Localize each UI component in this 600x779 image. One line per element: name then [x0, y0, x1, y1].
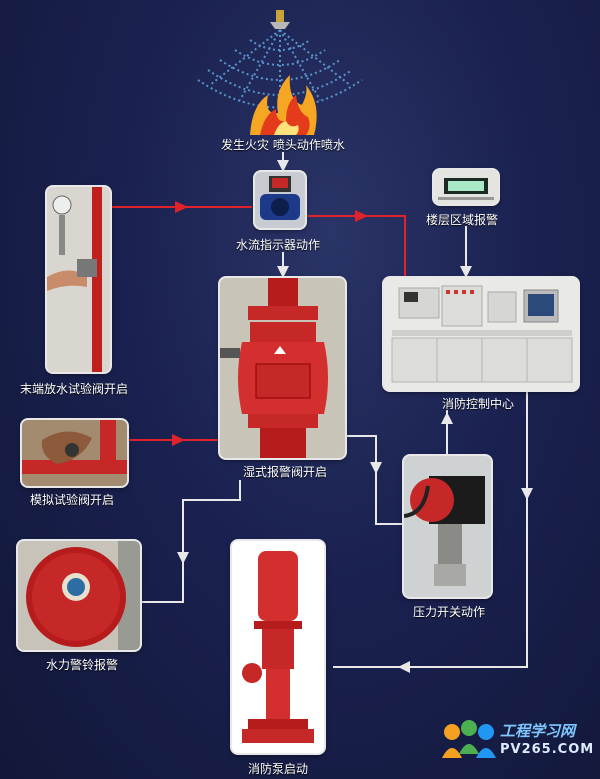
arrow-wet-to-bell — [140, 480, 241, 603]
label-fire: 发生火灾 喷头动作喷水 — [221, 138, 345, 152]
label-sim-valve: 模拟试验阀开启 — [30, 493, 115, 507]
watermark-url: PV265.COM — [500, 742, 595, 757]
arrow-control-to-pump — [333, 392, 528, 668]
label-bell: 水力警铃报警 — [46, 658, 119, 672]
sim-test-valve-image — [22, 420, 127, 486]
watermark-logo: 工程学习网 PV265.COM — [440, 716, 593, 772]
watermark-title: 工程学习网 — [500, 722, 576, 740]
label-pressure: 压力开关动作 — [413, 605, 486, 619]
label-wet-valve: 湿式报警阀开启 — [243, 465, 328, 479]
flame-icon — [250, 75, 317, 135]
people-logo-icon — [442, 720, 496, 758]
wet-alarm-valve-image — [220, 278, 345, 458]
fire-pump-image — [232, 541, 324, 753]
label-end-valve: 末端放水试验阀开启 — [20, 382, 129, 396]
label-control: 消防控制中心 — [442, 397, 515, 411]
flow-indicator-image — [255, 172, 305, 228]
pressure-switch-image — [404, 456, 491, 597]
arrow-wet-to-pressure — [345, 435, 404, 525]
label-flow: 水流指示器动作 — [236, 238, 321, 252]
alarm-bell-image — [18, 541, 140, 650]
label-pump: 消防泵启动 — [248, 762, 309, 776]
sprinkler-head-icon — [270, 10, 290, 29]
sprinkler-fire-illustration — [197, 10, 363, 135]
arrow-flow-to-control — [305, 215, 406, 276]
label-floor-alarm: 楼层区域报警 — [426, 213, 499, 227]
control-center-image — [384, 278, 578, 390]
end-valve-image — [47, 187, 110, 372]
floor-alarm-panel-image — [434, 170, 498, 204]
